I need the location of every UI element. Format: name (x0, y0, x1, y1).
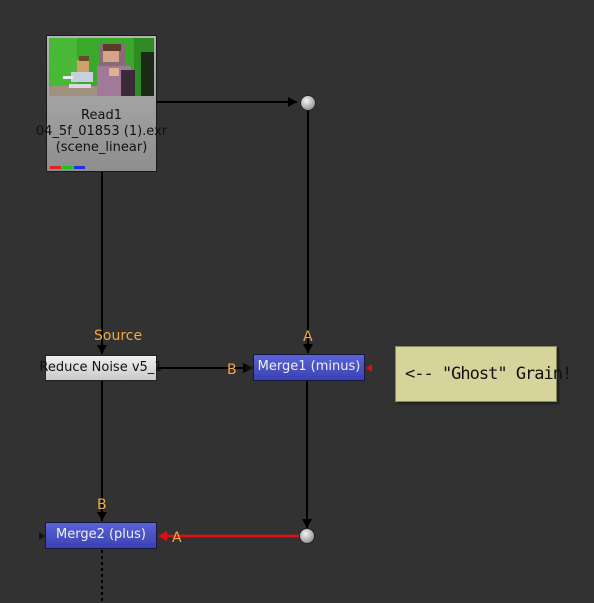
edge-arrowhead (97, 512, 107, 521)
input-label-merge1-b: B (227, 362, 237, 378)
merge1-label: Merge1 (minus) (257, 359, 361, 374)
edge-arrowhead (303, 344, 313, 353)
read-channel-indicator (50, 166, 86, 169)
dot-node-2[interactable] (299, 528, 315, 544)
edge-arrowhead (97, 345, 107, 354)
edge-arrowhead-red (158, 531, 167, 541)
edge-arrowhead (288, 97, 297, 107)
read-thumbnail (49, 38, 154, 96)
merge2-mask-input[interactable] (39, 532, 45, 540)
merge1-b-input-arrow (246, 364, 253, 372)
sticky-note[interactable]: <-- "Ghost" Grain! (395, 346, 572, 402)
reduce-noise-node[interactable]: Reduce Noise v5_1 (39, 355, 163, 381)
read-node-title: Read1 (81, 108, 122, 123)
blue-channel-bar (74, 166, 85, 169)
read-node-filename: 04_5f_01853 (1).exr (35, 124, 168, 139)
input-label-source: Source (94, 328, 143, 344)
merge1-mask-input[interactable] (366, 364, 372, 372)
input-label-merge2-a: A (172, 530, 182, 546)
read-node-colorspace: (scene_linear) (55, 140, 148, 155)
merge2-label: Merge2 (plus) (55, 527, 146, 542)
merge2-node[interactable]: Merge2 (plus) (45, 522, 157, 549)
green-channel-bar (62, 166, 73, 169)
input-label-merge2-b: B (97, 497, 107, 513)
read-node[interactable]: Read1 04_5f_01853 (1).exr (scene_linear) (36, 35, 167, 172)
input-label-merge1-a: A (303, 329, 313, 345)
merge1-node[interactable]: Merge1 (minus) (253, 354, 365, 381)
dot-node-1[interactable] (300, 95, 316, 111)
reduce-noise-label: Reduce Noise v5_1 (39, 360, 163, 375)
red-channel-bar (50, 166, 61, 169)
edge-arrowhead (302, 519, 312, 528)
